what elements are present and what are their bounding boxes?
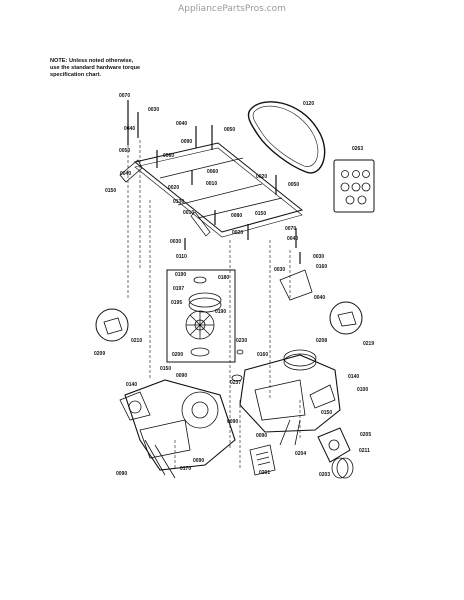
part-label: 0180: [218, 275, 229, 281]
detail-circle-left: [95, 308, 129, 342]
part-label: 0150: [105, 188, 116, 194]
wheel-hub: [317, 427, 351, 463]
drive-belt: [247, 101, 326, 174]
hub-cap: [331, 457, 354, 479]
note-line-1: NOTE: Unless noted otherwise,: [50, 58, 134, 64]
part-label: 0170: [180, 466, 191, 472]
part-label: 0090: [116, 471, 127, 477]
part-label: 0208: [316, 338, 327, 344]
part-label: 0060: [207, 169, 218, 175]
part-label: 0020: [168, 185, 179, 191]
left-transaxle: [119, 379, 236, 479]
note-line-3: specification chart.: [50, 72, 101, 78]
part-label: 0209: [94, 351, 105, 357]
part-label: 0040: [314, 295, 325, 301]
part-label: 0020: [232, 230, 243, 236]
part-label: 0030: [274, 267, 285, 273]
detail-circle-right: [329, 301, 363, 335]
part-label: 0201: [259, 470, 270, 476]
part-label: 0150: [321, 410, 332, 416]
part-label: 0090: [176, 373, 187, 379]
part-label: 0140: [126, 382, 137, 388]
part-label: 0160: [257, 352, 268, 358]
part-label: 0060: [163, 153, 174, 159]
part-label: 0090: [256, 433, 267, 439]
part-label: 0030: [170, 239, 181, 245]
leader-lines: [127, 140, 301, 470]
part-label: 0190: [175, 272, 186, 278]
part-label: 0020: [256, 174, 267, 180]
part-label: 0040: [287, 236, 298, 242]
idler-bracket: [279, 269, 313, 301]
part-label: 0197: [173, 286, 184, 292]
part-label: 0263: [352, 146, 363, 152]
part-label: 0110: [176, 254, 187, 260]
pin: [236, 349, 244, 355]
part-label: 0090: [227, 419, 238, 425]
part-label: 0160: [316, 264, 327, 270]
pulley-fan-box: [166, 269, 236, 363]
part-label: 0195: [171, 300, 182, 306]
part-label: 0219: [363, 341, 374, 347]
part-label: 0120: [303, 101, 314, 107]
part-label: 0050: [224, 127, 235, 133]
part-label: 0070: [119, 93, 130, 99]
part-label: 0190: [215, 309, 226, 315]
washer: [231, 374, 243, 382]
part-label: 0030: [148, 107, 159, 113]
part-label: 0205: [360, 432, 371, 438]
part-label: 0010: [183, 210, 194, 216]
part-labels: 0070 0030 0040 0050 0040 0060 0150 0040 …: [94, 93, 374, 478]
part-label: 0237: [230, 380, 241, 386]
part-label: 0100: [357, 387, 368, 393]
part-label: 0080: [231, 213, 242, 219]
decal-plate: [249, 444, 276, 476]
part-label: 0030: [313, 254, 324, 260]
bolts: [127, 100, 301, 264]
part-label: 0150: [255, 211, 266, 217]
part-label: 0140: [348, 374, 359, 380]
part-label: 0040: [124, 126, 135, 132]
part-label: 0050: [119, 148, 130, 154]
part-label: 0040: [176, 121, 187, 127]
part-label: 0090: [193, 458, 204, 464]
part-label: 0203: [319, 472, 330, 478]
seal-kit-box: [333, 159, 375, 213]
part-label: 0040: [120, 171, 131, 177]
part-label: 0150: [160, 366, 171, 372]
note-text: NOTE: Unless noted otherwise, use the st…: [50, 58, 140, 79]
right-transaxle: [239, 349, 341, 446]
frame-assembly: [119, 142, 304, 238]
part-label: 0130: [173, 199, 184, 205]
part-label: 0200: [172, 352, 183, 358]
part-label: 0230: [236, 338, 247, 344]
part-label: 0210: [131, 338, 142, 344]
part-label: 0211: [359, 448, 370, 454]
note-line-2: use the standard hardware torque: [50, 65, 141, 71]
part-label: 0070: [285, 226, 296, 232]
part-label: 0204: [295, 451, 306, 457]
watermark-text: AppliancePartsPros.com: [178, 4, 286, 14]
part-label: 0090: [181, 139, 192, 145]
part-label: 0010: [206, 181, 217, 187]
part-label: 0050: [288, 182, 299, 188]
